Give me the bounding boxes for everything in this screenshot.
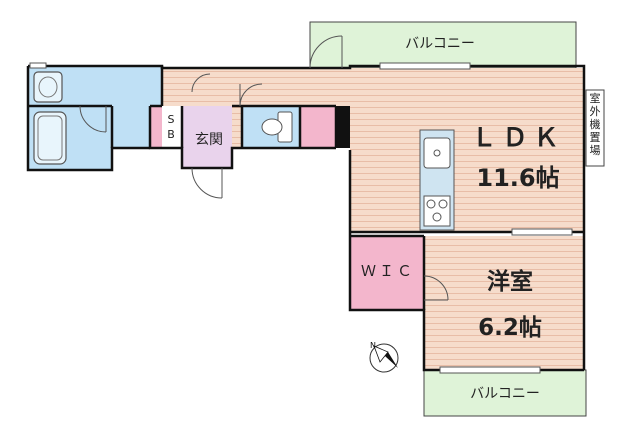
north-compass-icon: N <box>369 341 399 373</box>
walls <box>26 64 586 372</box>
ldk-size: 11.6帖 <box>476 164 560 192</box>
windows <box>29 62 573 374</box>
balcony-bottom <box>423 369 587 417</box>
western-room <box>424 236 584 370</box>
ldk-label: ＬＤＫ <box>471 123 565 152</box>
balcony-top-label: バルコニー <box>405 36 475 52</box>
outdoor-unit-area <box>585 89 605 167</box>
balcony-top <box>309 21 577 69</box>
western-room-label: 洋室 <box>487 269 533 295</box>
shoe-box-label: SB <box>167 113 175 141</box>
kitchen-sink-icon <box>423 137 451 169</box>
toilet-icon <box>261 111 293 143</box>
wic-room <box>350 236 424 310</box>
hallway <box>162 68 350 106</box>
washbasin-icon <box>33 71 63 103</box>
entrance-label: 玄関 <box>195 132 223 148</box>
hallway-lower <box>232 106 242 148</box>
closet-small <box>300 106 336 148</box>
kitchen-counter <box>419 129 455 231</box>
outdoor-unit-label: 室外機置場 <box>589 92 601 157</box>
balcony-bottom-label: バルコニー <box>470 386 540 402</box>
wic-label: ＷＩＣ <box>360 262 415 280</box>
door-swings <box>79 35 449 301</box>
bathtub-icon <box>33 111 67 165</box>
stove-icon <box>423 195 451 227</box>
svg-text:N: N <box>370 341 376 350</box>
western-room-size: 6.2帖 <box>478 315 542 341</box>
entrance-area <box>182 106 232 168</box>
ldk-room <box>350 68 584 232</box>
wall-pillar <box>336 106 350 148</box>
shoe-box <box>150 106 162 148</box>
